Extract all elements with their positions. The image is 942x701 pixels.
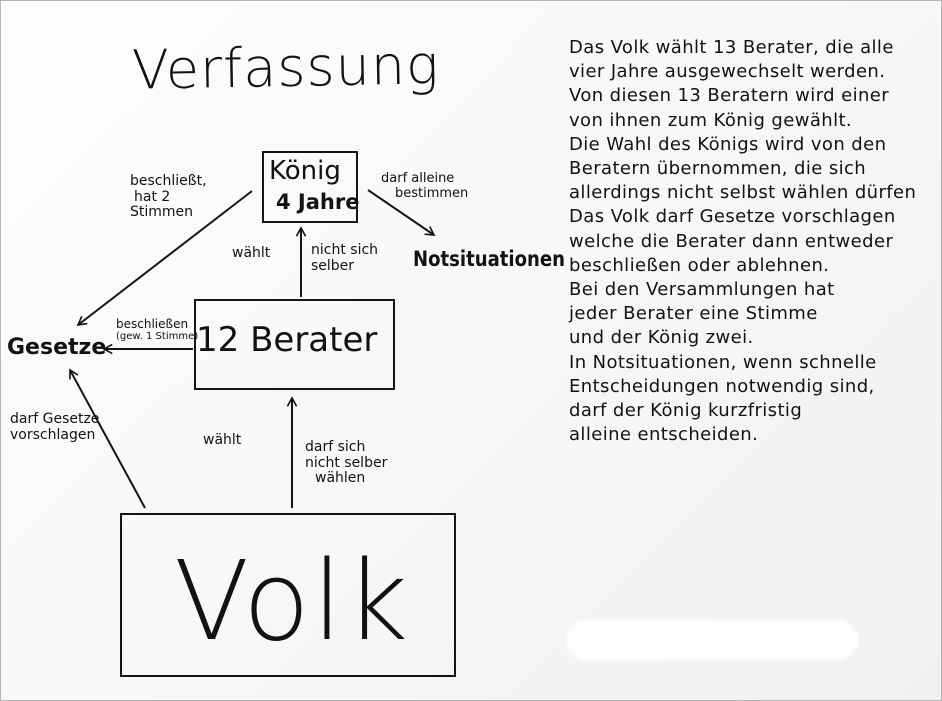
edge-label-darf-alleine: darf alleine bestimmen bbox=[381, 171, 469, 201]
description-line: In Notsituationen, wenn schnelle bbox=[569, 351, 877, 373]
description-line: und der König zwei. bbox=[569, 327, 754, 349]
description-line: alleine entscheiden. bbox=[569, 424, 759, 446]
arrow-koenig-to-notsituationen bbox=[367, 189, 436, 236]
edge-label-beschliesst: beschließt, hat 2 Stimmen bbox=[130, 173, 207, 221]
description-line: Das Volk darf Gesetze vorschlagen bbox=[569, 206, 896, 228]
description-line: Die Wahl des Königs wird von den bbox=[569, 133, 887, 155]
gesetze-label: Gesetze bbox=[7, 335, 107, 360]
berater-label: 12 Berater bbox=[196, 320, 378, 360]
koenig-label: König bbox=[269, 156, 341, 186]
description-line: Von diesen 13 Beratern wird einer bbox=[569, 85, 890, 107]
edge-label-darf-gesetze-vorschlagen: darf Gesetze vorschlagen bbox=[10, 411, 100, 443]
description-line: Bei den Versammlungen hat bbox=[569, 279, 835, 301]
edge-label-beschliessen: beschließen (gew. 1 Stimme) bbox=[116, 317, 199, 343]
description-line: jeder Berater eine Stimme bbox=[569, 303, 818, 325]
description-line: Beratern übernommen, die sich bbox=[569, 158, 867, 180]
edge-label-waehlt-bottom: wählt bbox=[203, 432, 242, 448]
volk-box bbox=[120, 513, 456, 677]
berater-box bbox=[194, 299, 395, 390]
edge-label-darf-sich-nicht-selber-waehlen: darf sich nicht selber wählen bbox=[305, 439, 388, 487]
koenig-box bbox=[262, 151, 358, 223]
erased-area bbox=[566, 620, 858, 660]
description-text: Das Volk wählt 13 Berater, die alle vier … bbox=[569, 36, 916, 447]
volk-label: Volk bbox=[174, 537, 411, 665]
description-line: allerdings nicht selbst wählen dürfen bbox=[569, 182, 917, 204]
edge-label-waehlt-top: wählt bbox=[232, 245, 271, 261]
page-title: Verfassung bbox=[131, 33, 440, 102]
description-line: darf der König kurzfristig bbox=[569, 400, 803, 422]
arrow-volk-to-gesetze bbox=[69, 368, 146, 509]
edge-label-nicht-sich-selber: nicht sich selber bbox=[311, 242, 379, 274]
koenig-term-label: 4 Jahre bbox=[276, 190, 360, 214]
description-line: vier Jahre ausgewechselt werden. bbox=[569, 61, 886, 83]
description-line: Entscheidungen notwendig sind, bbox=[569, 375, 875, 397]
description-line: Das Volk wählt 13 Berater, die alle bbox=[569, 37, 894, 58]
notsituationen-label: Notsituationen bbox=[413, 247, 565, 271]
description-line: beschließen oder ablehnen. bbox=[569, 254, 830, 276]
description-line: welche die Berater dann entweder bbox=[569, 230, 894, 252]
arrow-koenig-to-gesetze bbox=[76, 190, 253, 327]
description-line: von ihnen zum König gewählt. bbox=[569, 109, 853, 131]
